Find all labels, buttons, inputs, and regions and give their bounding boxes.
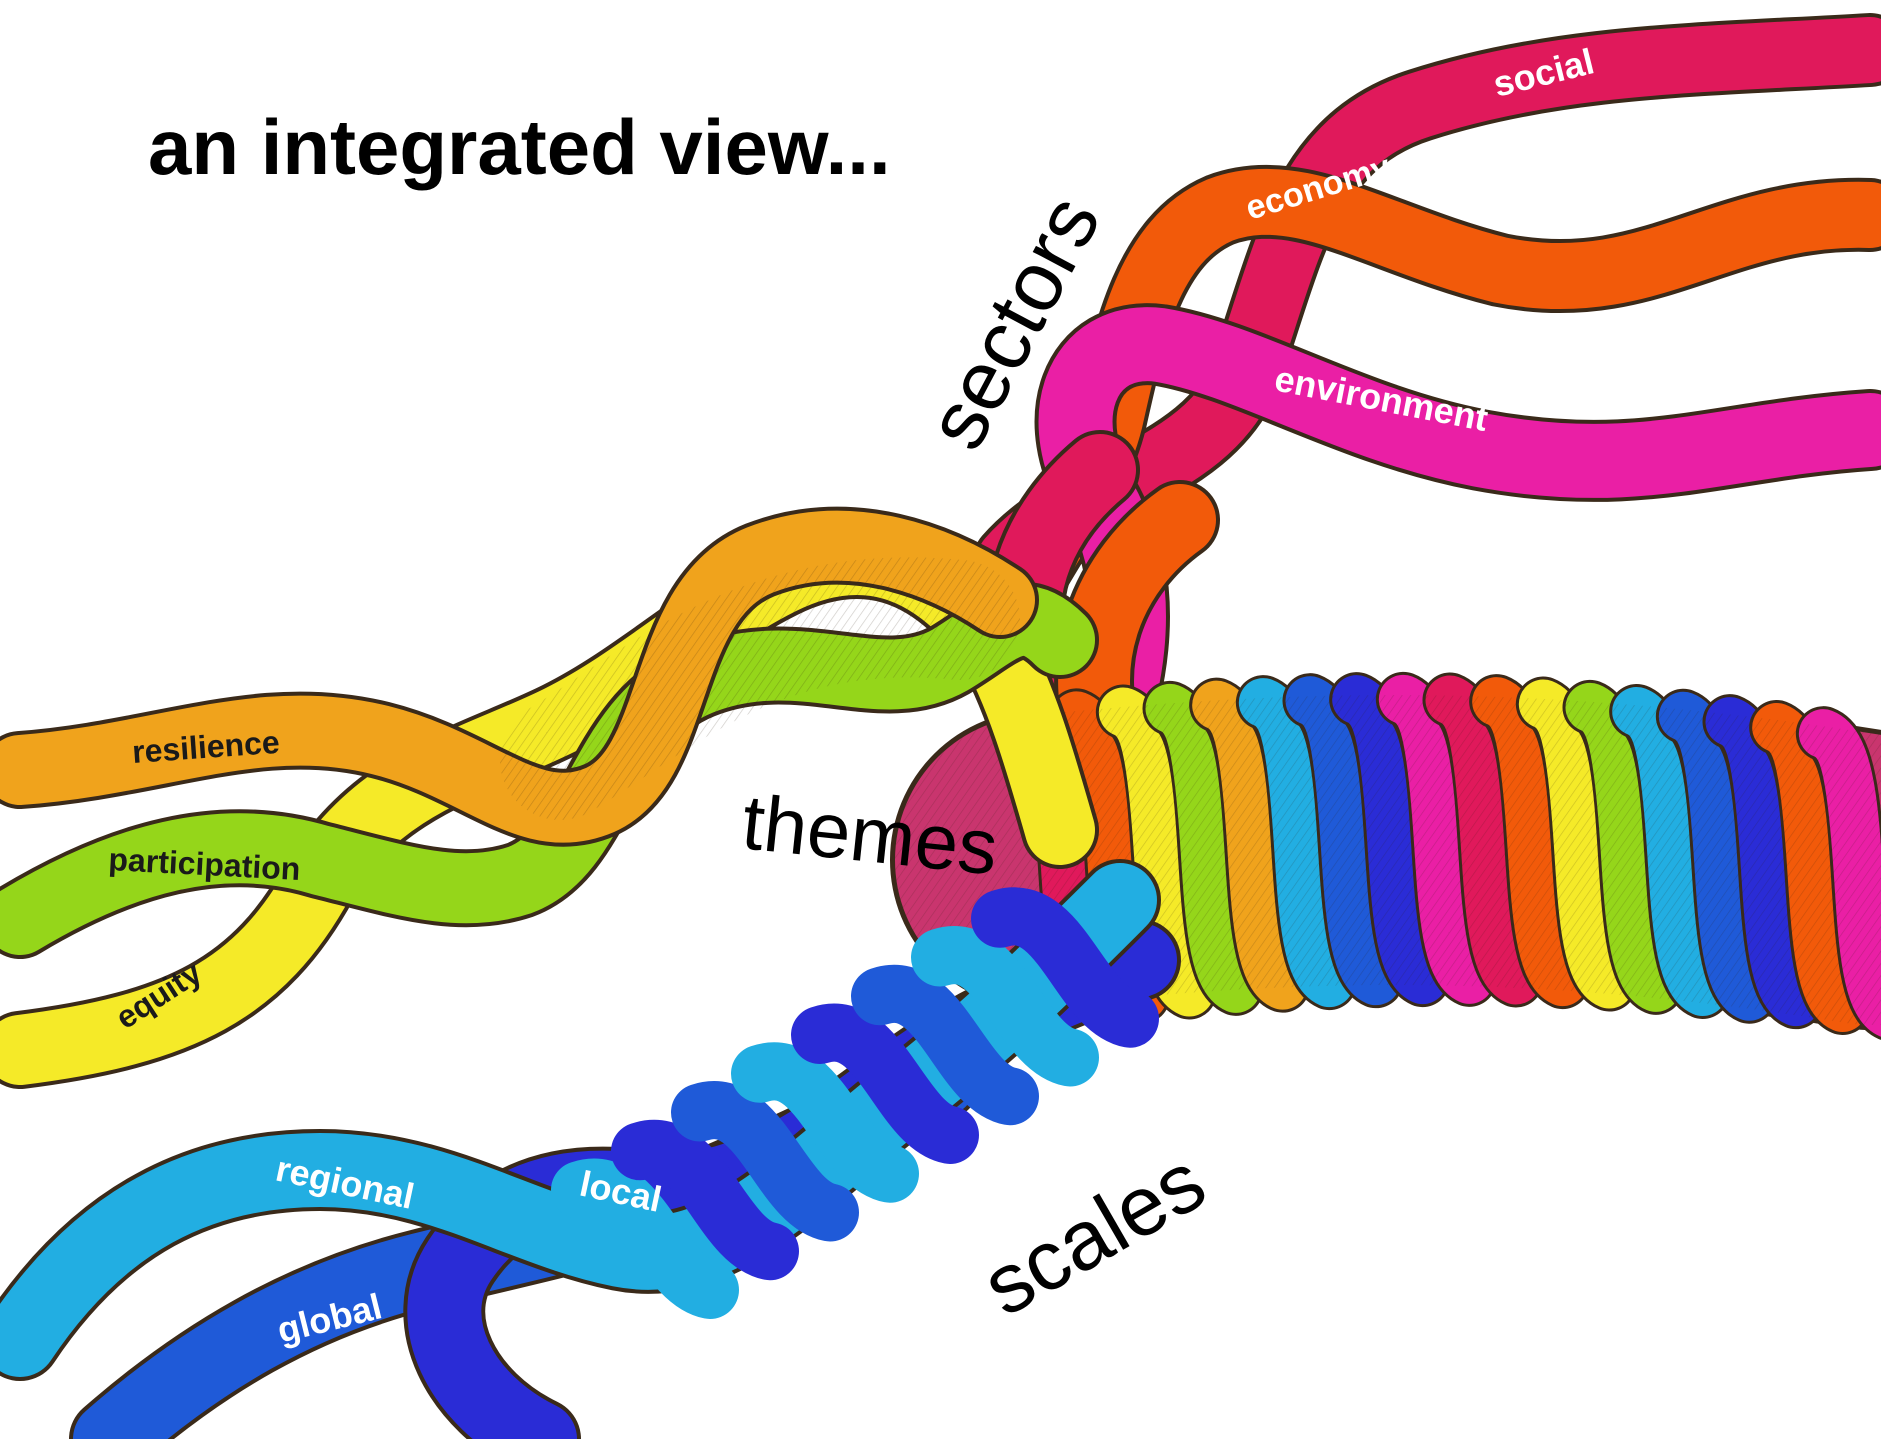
braid-hatch [895, 695, 1881, 1025]
diagram-title: an integrated view... [148, 103, 891, 191]
group-label-scales: scales [967, 1133, 1220, 1333]
scales-wrap-global [671, 1081, 859, 1242]
scales-wrap-local [611, 1119, 799, 1281]
scales-wrap-global [851, 964, 1039, 1126]
scales-wrap-regional [731, 1042, 919, 1203]
scales-wraps [551, 887, 1159, 1319]
themes-hatch [500, 557, 1020, 820]
scales-wrap-local [971, 887, 1159, 1048]
scales-strands [0, 859, 1181, 1444]
scales-wrap-regional [911, 926, 1099, 1087]
scales-wrap-local [791, 1003, 979, 1164]
scales-wrap-regional [551, 1158, 739, 1319]
themes-strands [0, 506, 1099, 1089]
